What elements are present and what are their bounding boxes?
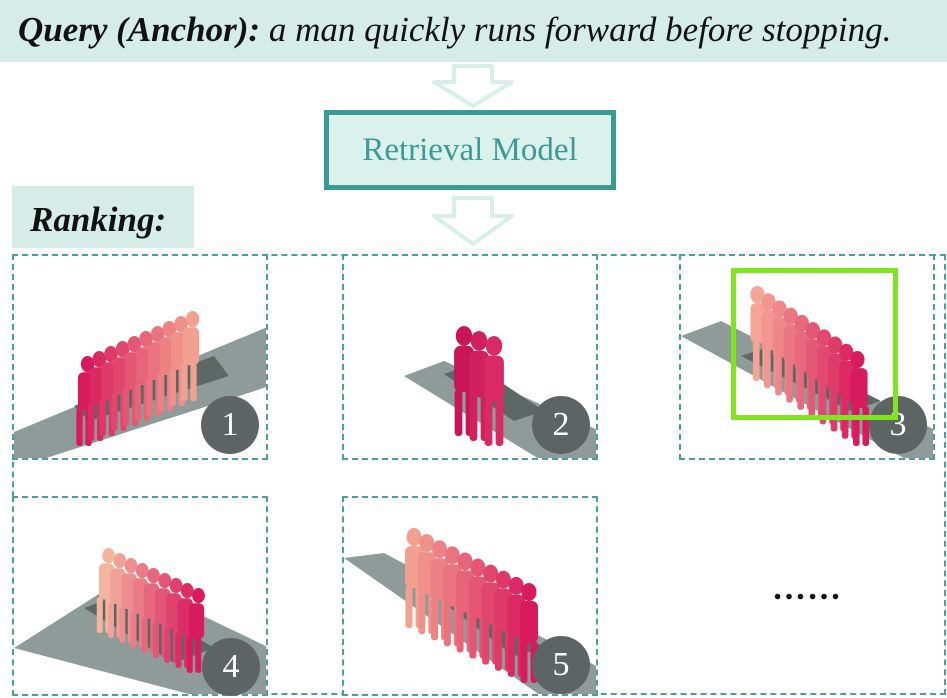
ranking-label-bg [12,186,194,248]
query-sentence: a man quickly runs forward before stoppi… [260,10,892,49]
query-bar [0,0,947,62]
retrieval-model-box: Retrieval Model [324,110,616,190]
result-cell-5[interactable] [342,496,598,696]
rank-badge-5: 5 [532,636,590,694]
retrieval-model-label: Retrieval Model [362,131,578,168]
rank-badge-1: 1 [201,396,259,454]
ranking-label: Ranking: [30,200,167,239]
correct-match-highlight [731,268,898,420]
query-prefix: Query (Anchor): [18,10,261,49]
query-text: Query (Anchor): a man quickly runs forwa… [18,10,891,50]
motion-sequence-image [14,311,266,458]
down-arrow-icon [432,196,514,246]
more-results-ellipsis: …… [772,570,842,607]
down-arrow-icon [432,64,514,108]
rank-badge-4: 4 [202,638,260,696]
rank-badge-2: 2 [532,396,590,454]
